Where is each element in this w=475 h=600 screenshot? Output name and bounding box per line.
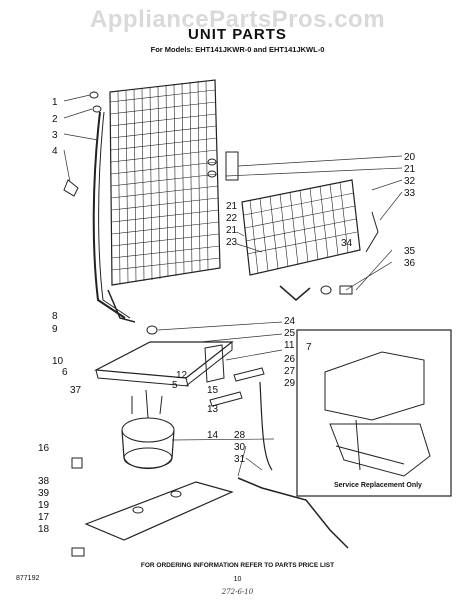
watermark: AppliancePartsPros.com: [89, 6, 386, 33]
callout: 38: [38, 476, 50, 487]
callout: 31: [234, 454, 246, 465]
drain-pan: [93, 325, 234, 387]
callout: 18: [38, 524, 50, 535]
callout: 10: [52, 356, 64, 367]
callout: 28: [234, 430, 246, 441]
callout: 14: [207, 430, 219, 441]
callout: 25: [284, 328, 296, 339]
condenser-coil: [92, 79, 221, 323]
callout: 27: [284, 366, 296, 377]
callout: 23: [226, 237, 238, 248]
callout: 30: [234, 442, 246, 453]
callout: 5: [172, 380, 178, 391]
callout: 12: [176, 370, 188, 381]
page-number: 10: [233, 576, 242, 583]
callout: 21: [226, 225, 238, 236]
callout: 8: [52, 311, 58, 322]
callout: 3: [52, 130, 58, 141]
callout: 35: [404, 246, 416, 257]
callout: 20: [404, 152, 416, 163]
callout: 26: [284, 354, 296, 365]
callout: 22: [226, 213, 238, 224]
service-replacement-note: Service Replacement Only: [334, 482, 422, 489]
callout: 6: [62, 367, 68, 378]
ordering-info-note: FOR ORDERING INFORMATION REFER TO PARTS …: [140, 562, 335, 569]
callout: 1: [52, 97, 58, 108]
callout: 24: [284, 316, 296, 327]
callout: 4: [52, 146, 58, 157]
callout: 15: [207, 385, 219, 396]
compressor: [121, 389, 175, 469]
document-code: 877192: [16, 575, 40, 582]
callout: 32: [404, 176, 416, 187]
callout: 16: [38, 443, 50, 454]
callout: 9: [52, 324, 58, 335]
callout: 13: [207, 404, 219, 415]
callout: 34: [341, 238, 353, 249]
callout: 17: [38, 512, 50, 523]
callout: 39: [38, 488, 50, 499]
callout-labels: 1 2 3 4 20 21 32 33 21 22 21 23 34 35 36…: [38, 97, 416, 535]
callout: 19: [38, 500, 50, 511]
handwritten-note: 272-6-10: [221, 588, 254, 596]
callout: 37: [70, 385, 82, 396]
callout: 21: [404, 164, 416, 175]
callout: 11: [284, 340, 295, 351]
callout: 7: [306, 342, 312, 353]
page-title: UNIT PARTS: [188, 26, 287, 43]
evaporator-coil: [241, 179, 379, 301]
service-replacement-box: [296, 329, 452, 497]
callout: 2: [52, 114, 58, 125]
models-subtitle: For Models: EHT141JKWR-0 and EHT141JKWL-…: [150, 45, 325, 54]
callout: 21: [226, 201, 238, 212]
callout: 33: [404, 188, 416, 199]
callout: 36: [404, 258, 416, 269]
callout: 29: [284, 378, 296, 389]
